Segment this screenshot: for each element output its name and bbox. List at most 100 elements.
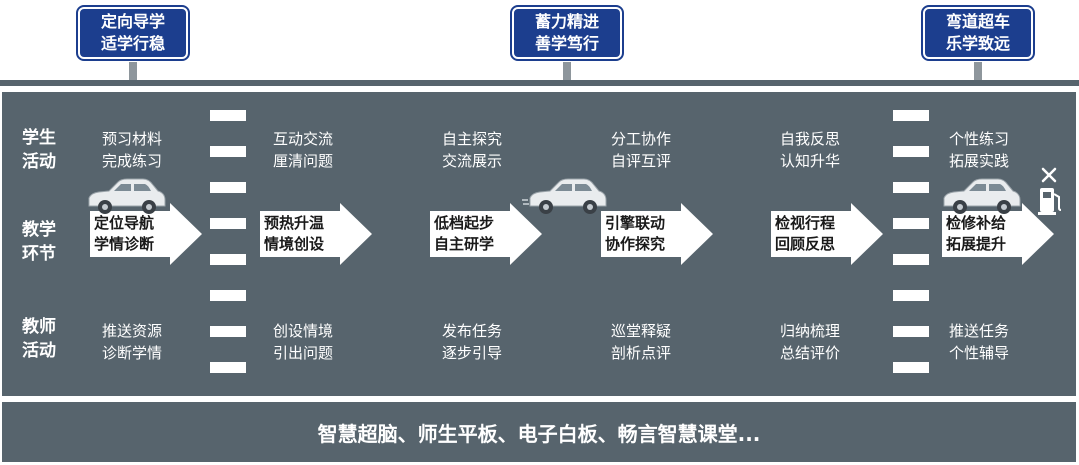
- stage-label-6: 检修补给拓展提升: [946, 213, 1006, 255]
- fuel-pump-icon: [1038, 188, 1062, 215]
- student-activity-1: 预习材料完成练习: [82, 128, 182, 172]
- lane-dash: [893, 362, 929, 373]
- car-icon: [88, 178, 166, 214]
- road-top-line: [0, 80, 1079, 86]
- lane-dash: [210, 254, 246, 265]
- row-label-line2: 活动: [22, 152, 56, 172]
- cell-line1: 推送资源: [101, 322, 162, 340]
- cell-line2: 交流展示: [441, 152, 502, 170]
- stage-line1: 检修补给: [946, 214, 1007, 232]
- cell-line1: 发布任务: [441, 322, 502, 340]
- stage-arrow-3: [430, 203, 542, 265]
- lane-dash: [210, 326, 246, 337]
- lane-dash: [893, 146, 929, 157]
- car-icon: [522, 178, 607, 214]
- stage-line2: 回顾反思: [775, 235, 836, 253]
- cell-line2: 厘清问题: [272, 152, 333, 170]
- stage-arrow-4: [601, 203, 713, 265]
- row-label-line1: 教师: [22, 317, 56, 337]
- row-label-teacher: 教师 活动: [22, 315, 56, 363]
- cell-line1: 互动交流: [272, 130, 333, 148]
- student-activity-5: 自我反思认知升华: [760, 128, 860, 172]
- stage-line2: 拓展提升: [946, 235, 1007, 253]
- tools-icon: [1041, 167, 1057, 183]
- stage-line2: 情境创设: [264, 235, 325, 253]
- lane-dash: [893, 182, 929, 193]
- lane-dash: [893, 290, 929, 301]
- cell-line1: 自我反思: [779, 130, 840, 148]
- sign-line1: 蓄力精进: [534, 12, 599, 31]
- lane-dash: [210, 146, 246, 157]
- stage-line1: 检视行程: [775, 214, 836, 232]
- stage-label-2: 预热升温情境创设: [264, 213, 324, 255]
- cell-line2: 认知升华: [779, 152, 840, 170]
- cell-line2: 个性辅导: [948, 344, 1009, 362]
- cell-line1: 创设情境: [272, 322, 333, 340]
- row-label-student: 学生 活动: [22, 126, 56, 174]
- stage-line1: 引擎联动: [605, 214, 666, 232]
- student-activity-3: 自主探究交流展示: [422, 128, 522, 172]
- cell-line2: 拓展实践: [948, 152, 1009, 170]
- sign-stage-1: 定向导学 适学行稳: [76, 5, 190, 61]
- sign-post-2: [563, 62, 571, 84]
- student-activity-6: 个性练习拓展实践: [929, 128, 1029, 172]
- cell-line1: 自主探究: [441, 130, 502, 148]
- teacher-activity-6: 推送任务个性辅导: [929, 320, 1029, 364]
- student-activity-4: 分工协作自评互评: [591, 128, 691, 172]
- stage-line2: 自主研学: [434, 235, 495, 253]
- student-activity-2: 互动交流厘清问题: [253, 128, 353, 172]
- lane-dash: [893, 218, 929, 229]
- stage-arrow-6: [942, 203, 1054, 265]
- row-label-line1: 教学: [22, 220, 56, 240]
- cell-line1: 预习材料: [101, 130, 162, 148]
- teacher-activity-5: 归纳梳理总结评价: [760, 320, 860, 364]
- sign-line2: 适学行稳: [100, 34, 165, 53]
- row-label-stage: 教学 环节: [22, 218, 56, 266]
- teacher-activity-4: 巡堂释疑剖析点评: [591, 320, 691, 364]
- cell-line2: 自评互评: [610, 152, 671, 170]
- cell-line2: 总结评价: [779, 344, 840, 362]
- sign-post-1: [129, 62, 137, 84]
- sign-line2: 乐学致远: [945, 34, 1010, 53]
- sign-line1: 弯道超车: [945, 12, 1010, 31]
- sign-line1: 定向导学: [100, 12, 165, 31]
- cell-line1: 归纳梳理: [779, 322, 840, 340]
- teacher-activity-1: 推送资源诊断学情: [82, 320, 182, 364]
- sign-post-3: [974, 62, 982, 84]
- stage-line1: 低档起步: [434, 214, 495, 232]
- cell-line1: 巡堂释疑: [610, 322, 671, 340]
- row-label-line1: 学生: [22, 128, 56, 148]
- cell-line1: 个性练习: [948, 130, 1009, 148]
- lane-dash: [210, 182, 246, 193]
- cell-line2: 逐步引导: [441, 344, 502, 362]
- cell-line2: 完成练习: [101, 152, 162, 170]
- teacher-activity-3: 发布任务逐步引导: [422, 320, 522, 364]
- stage-line2: 协作探究: [605, 235, 666, 253]
- cell-line2: 诊断学情: [101, 344, 162, 362]
- lane-dash: [893, 110, 929, 121]
- cell-line2: 引出问题: [272, 344, 333, 362]
- cell-line2: 剖析点评: [610, 344, 671, 362]
- lane-dash: [210, 110, 246, 121]
- footer-text: 智慧超脑、师生平板、电子白板、畅言智慧课堂...: [317, 421, 761, 446]
- stage-line1: 预热升温: [264, 214, 325, 232]
- sign-stage-3: 弯道超车 乐学致远: [921, 5, 1035, 61]
- lane-dash: [893, 254, 929, 265]
- stage-arrow-5: [771, 203, 883, 265]
- row-label-line2: 环节: [22, 244, 56, 264]
- cell-line1: 推送任务: [948, 322, 1009, 340]
- stage-label-3: 低档起步自主研学: [434, 213, 494, 255]
- stage-arrow-2: [260, 203, 372, 265]
- row-label-line2: 活动: [22, 341, 56, 361]
- lane-dash: [893, 326, 929, 337]
- stage-line1: 定位导航: [94, 214, 155, 232]
- sign-stage-2: 蓄力精进 善学笃行: [510, 5, 624, 61]
- sign-line2: 善学笃行: [534, 34, 599, 53]
- car-icon: [943, 178, 1021, 214]
- teacher-activity-2: 创设情境引出问题: [253, 320, 353, 364]
- stage-label-4: 引擎联动协作探究: [605, 213, 665, 255]
- stage-label-1: 定位导航学情诊断: [94, 213, 154, 255]
- stage-arrow-1: [90, 203, 202, 265]
- stage-label-5: 检视行程回顾反思: [775, 213, 835, 255]
- lane-dash: [210, 362, 246, 373]
